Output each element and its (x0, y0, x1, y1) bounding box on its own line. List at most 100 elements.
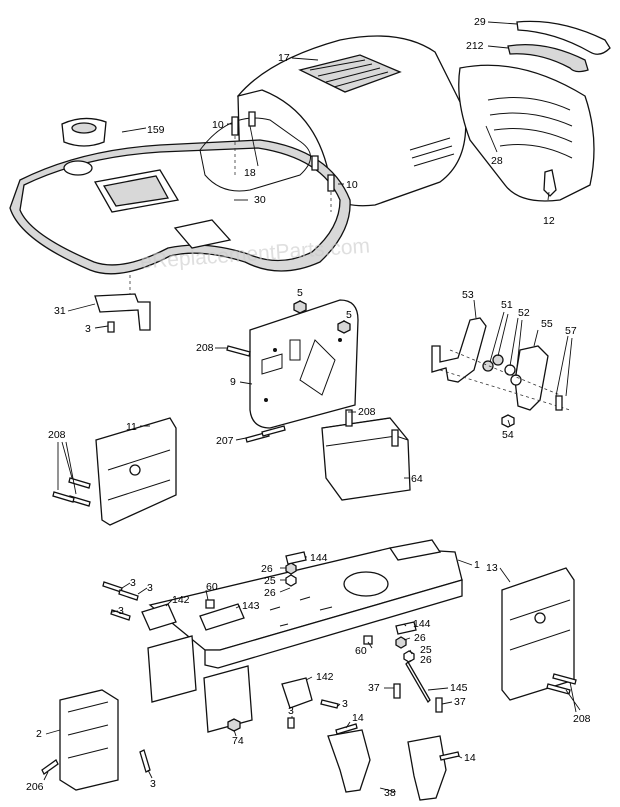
bracket-53 (431, 317, 487, 383)
callout-3-bottom-b: 3 (288, 705, 294, 717)
nut-51a (482, 360, 494, 372)
frame-1-side (204, 579, 463, 669)
cup-holder-opening (71, 122, 97, 134)
leader-lines (43, 21, 581, 793)
bolt-14a (335, 723, 358, 735)
callout-64: 64 (411, 473, 423, 485)
callout-142-left: 142 (172, 594, 190, 606)
callout-52: 52 (518, 307, 530, 319)
callout-1: 1 (474, 559, 480, 571)
dash-panel-9 (249, 299, 359, 429)
hood-trim-29 (516, 20, 611, 55)
callout-54: 54 (502, 429, 514, 441)
fuel-door (173, 219, 232, 249)
callout-143: 143 (242, 600, 260, 612)
spacer-18b (311, 155, 319, 171)
callout-10-mid: 10 (346, 179, 358, 191)
callout-28: 28 (491, 155, 503, 167)
callout-37-right: 37 (454, 696, 466, 708)
bolt-10a (231, 116, 239, 136)
callout-3-frame-a: 3 (130, 577, 136, 589)
side-plate-b (203, 665, 253, 733)
callout-26-right: 26 (414, 632, 426, 644)
nut-26c (395, 636, 407, 649)
callout-212: 212 (466, 40, 484, 52)
callout-37-left: 37 (368, 682, 380, 694)
bracket-144b (395, 621, 417, 635)
bracket-38b (407, 735, 447, 801)
callout-208-dash: 208 (196, 342, 214, 354)
callout-2: 2 (36, 728, 42, 740)
callout-5-left: 5 (297, 287, 303, 299)
callout-208-console: 208 (358, 406, 376, 418)
callout-5-right: 5 (346, 309, 352, 321)
callout-25-right: 25 (420, 644, 432, 656)
callout-13: 13 (486, 562, 498, 574)
front-plate-slots (67, 701, 109, 759)
callout-207: 207 (216, 435, 234, 447)
bracket-axis-a (439, 369, 571, 411)
callout-10-top: 10 (212, 119, 224, 131)
screw-3c (118, 589, 139, 601)
dash-hole-1 (273, 348, 277, 352)
washer-52b (510, 374, 522, 386)
callout-206: 206 (26, 781, 44, 793)
callout-3-bracket: 3 (85, 323, 91, 335)
frame-opening (343, 571, 389, 597)
panel-11-details (107, 449, 171, 501)
callout-25-top: 25 (264, 575, 276, 587)
panel-13-hole (534, 612, 546, 624)
grille-strip-212 (507, 43, 589, 73)
callout-144-top: 144 (310, 552, 328, 564)
callout-3-plate: 3 (150, 778, 156, 790)
hood-side-louvres (409, 137, 455, 167)
callout-208-rear: 208 (573, 713, 591, 725)
callout-55: 55 (541, 318, 553, 330)
callout-30: 30 (254, 194, 266, 206)
nut-5a (293, 300, 307, 314)
screw-206 (41, 759, 59, 775)
fender-cup-opening (63, 160, 93, 176)
callout-159: 159 (147, 124, 165, 136)
side-plate-a (147, 635, 197, 703)
spacer-18a (248, 111, 256, 127)
screw-208c-3 (52, 491, 75, 503)
grille-28 (458, 64, 595, 202)
bolt-10b (327, 174, 335, 192)
callouts: 29 212 17 159 10 18 28 10 30 12 31 3 5 5… (26, 16, 591, 799)
bracket-143 (199, 603, 245, 631)
screw-3f (287, 717, 295, 729)
callout-14-right: 14 (464, 752, 476, 764)
seat-opening-inner (102, 175, 170, 207)
callout-26-top2: 26 (264, 587, 276, 599)
dash-hole-3 (338, 338, 342, 342)
washer-25b (403, 650, 415, 663)
screw-3b (102, 581, 123, 593)
callout-208-panel: 208 (48, 429, 66, 441)
bracket-142a (141, 603, 177, 631)
nut-51b (492, 354, 504, 366)
screw-208b2 (391, 429, 399, 447)
callout-17: 17 (278, 52, 290, 64)
screw-57 (555, 395, 563, 411)
callout-53: 53 (462, 289, 474, 301)
callout-144-right: 144 (413, 618, 431, 630)
callout-60-left: 60 (206, 581, 218, 593)
screw-207b (261, 425, 286, 437)
bushing-60b (363, 635, 373, 645)
washer-25a (285, 574, 297, 587)
screw-3a (107, 321, 115, 333)
hood-vents (298, 54, 402, 93)
callout-142-right: 142 (316, 671, 334, 683)
bracket-144a (285, 551, 307, 565)
callout-74: 74 (232, 735, 244, 747)
callout-38: 38 (384, 787, 396, 799)
hood-vent-lines (309, 59, 389, 88)
callout-29: 29 (474, 16, 486, 28)
callout-18: 18 (244, 167, 256, 179)
bracket-38a (327, 729, 371, 793)
callout-9: 9 (230, 376, 236, 388)
frame-holes (269, 596, 333, 627)
screw-208c-1 (68, 477, 91, 489)
